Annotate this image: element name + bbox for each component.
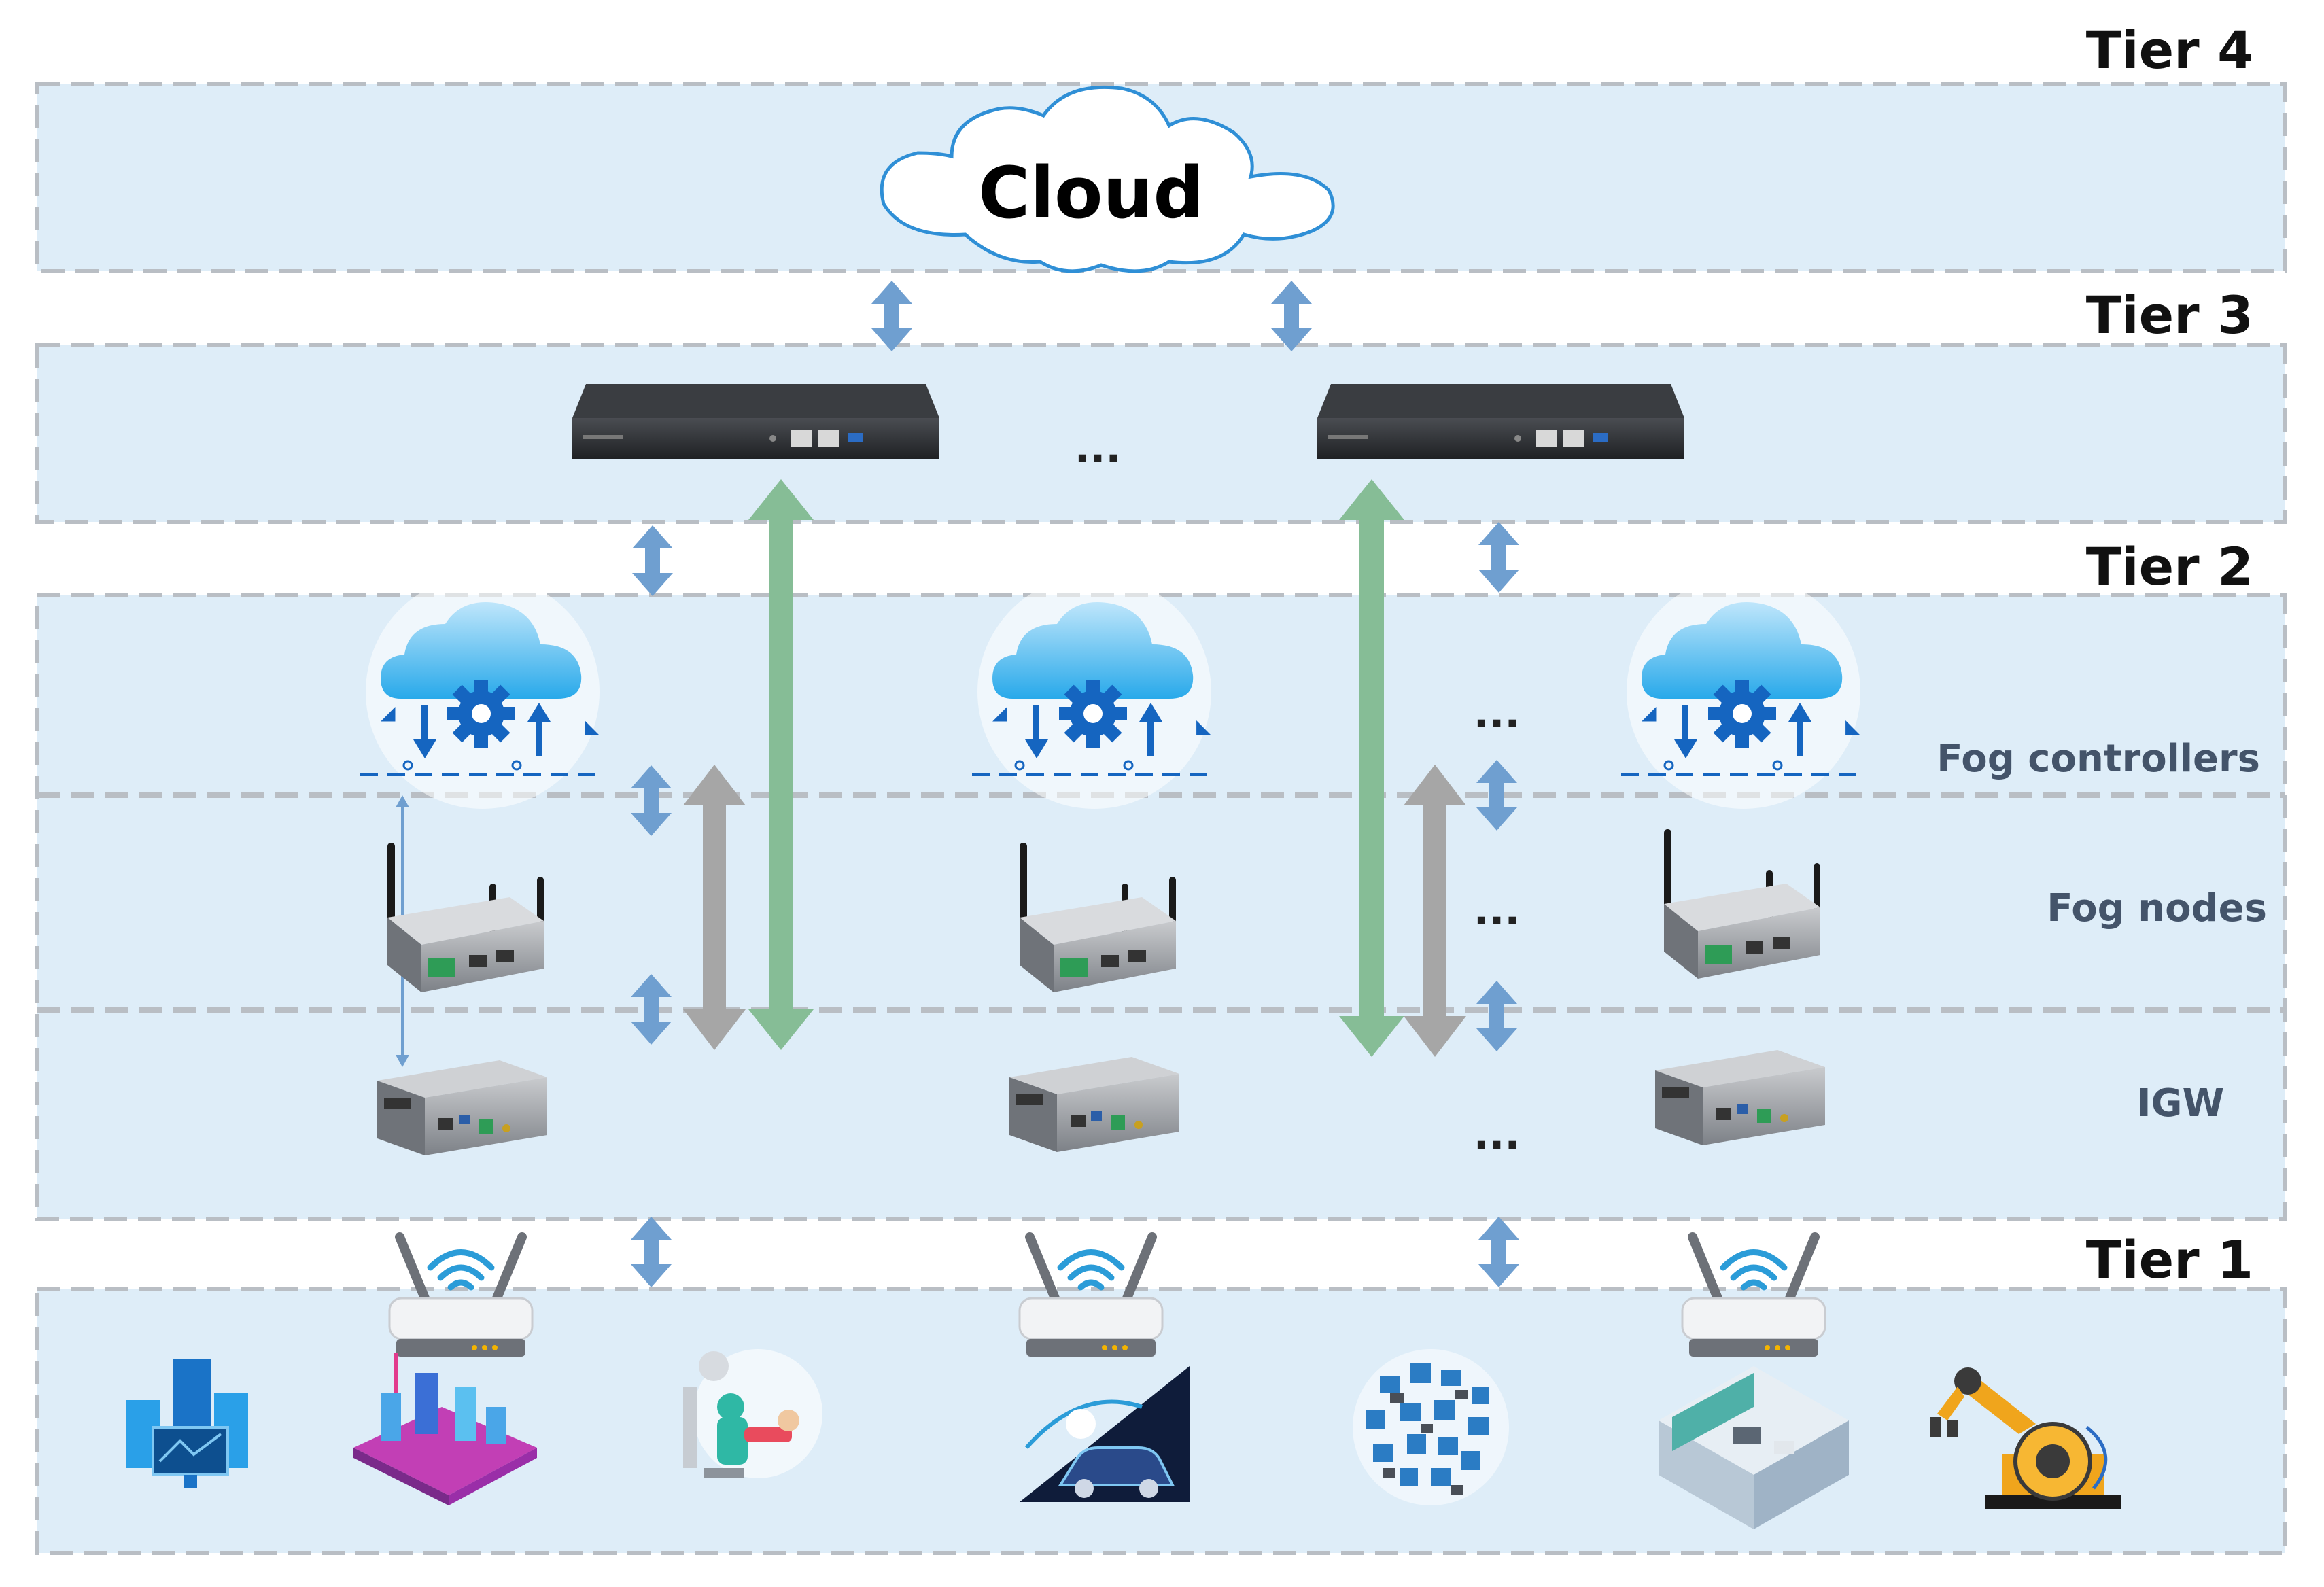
arrow-igw-devices-left: [631, 1217, 672, 1287]
cloud-icon: [880, 85, 1335, 273]
hardware-controller-icon: [1317, 384, 1684, 459]
fog-nodes-ellipsis: ...: [1474, 887, 1520, 935]
green-arrow-left: [748, 479, 814, 1050]
igw-label: IGW: [2137, 1081, 2225, 1126]
grey-arrow-right: [1404, 765, 1466, 1057]
arrow-cloud-controller-2: [1271, 281, 1312, 351]
fog-nodes-label: Fog nodes: [2047, 886, 2267, 930]
smart-home-icon: [1659, 1366, 1849, 1529]
smart-car-icon: [1020, 1366, 1190, 1502]
cloud-label: Cloud: [978, 152, 1204, 234]
tier3-label: Tier 3: [2086, 285, 2253, 345]
fog-controllers-ellipsis: ...: [1474, 690, 1520, 737]
iot-devices-icon: [1353, 1349, 1509, 1505]
fog-controllers-label: Fog controllers: [1937, 737, 2260, 781]
arrow-controller-fog-2: [1478, 522, 1519, 593]
arrow-controller-fog-1: [632, 525, 673, 596]
tier2-label: Tier 2: [2086, 536, 2253, 597]
arrow-cloud-controller-1: [871, 281, 912, 351]
industrial-robot-icon: [1930, 1367, 2121, 1509]
data-center-icon: [126, 1359, 248, 1488]
tier3-band: [35, 343, 2287, 524]
tier3-ellipsis: ...: [1075, 425, 1121, 472]
green-arrow-right: [1339, 479, 1404, 1057]
grey-arrow-left: [683, 765, 746, 1050]
hardware-controller-icon: [572, 384, 939, 459]
smart-city-icon: [353, 1353, 537, 1505]
tier4-label: Tier 4: [2086, 20, 2253, 80]
igw-ellipsis: ...: [1474, 1111, 1520, 1159]
healthcare-icon: [683, 1349, 822, 1478]
arrow-igw-devices-right: [1478, 1217, 1519, 1287]
tier1-label: Tier 1: [2086, 1230, 2253, 1290]
